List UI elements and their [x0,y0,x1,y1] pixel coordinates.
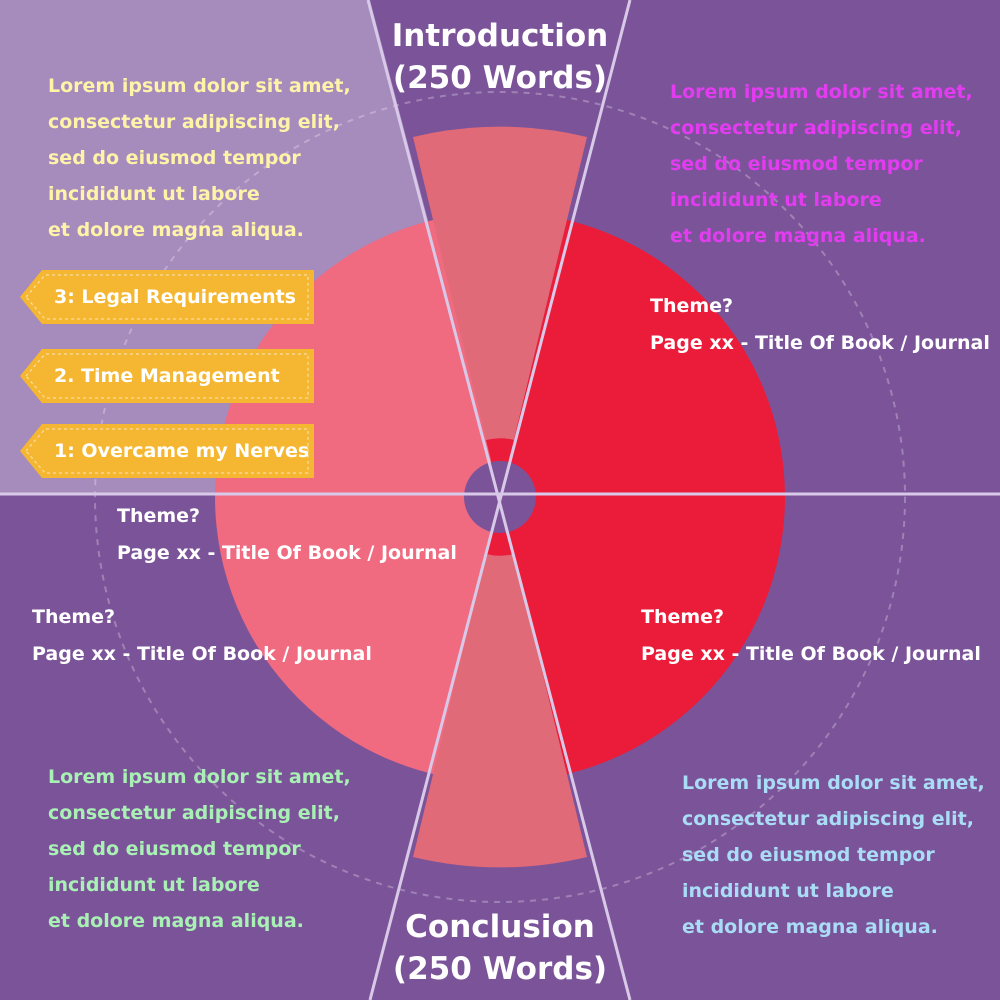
introduction-title: Introduction [391,18,609,54]
top-left-paragraph: Lorem ipsum dolor sit amet, consectetur … [48,68,351,248]
theme-question: Theme? [650,295,734,317]
paragraph-line: Lorem ipsum dolor sit amet, [670,81,973,103]
paragraph-line: consectetur adipiscing elit, [670,117,962,139]
tag-legal-requirements: 3: Legal Requirements [20,270,314,324]
tag-label: 2. Time Management [54,365,280,387]
theme-question: Theme? [641,606,725,628]
paragraph-line: incididunt ut labore [670,189,882,211]
theme-question: Theme? [32,606,116,628]
conclusion-heading: Conclusion (250 Words) [380,906,620,990]
bottom-left-paragraph: Lorem ipsum dolor sit amet, consectetur … [48,759,351,939]
conclusion-title: Conclusion [405,909,595,945]
paragraph-line: sed do eiusmod tempor [670,153,923,175]
paragraph-line: Lorem ipsum dolor sit amet, [682,772,985,794]
paragraph-line: et dolore magna aliqua. [48,910,304,932]
outer-dashed-ring [94,91,906,903]
paragraph-line: incididunt ut labore [48,874,260,896]
paragraph-line: Lorem ipsum dolor sit amet, [48,766,351,788]
paragraph-line: sed do eiusmod tempor [682,844,935,866]
tag-overcame-nerves: 1: Overcame my Nerves [20,424,314,478]
theme-question: Theme? [117,505,201,527]
tag-label: 3: Legal Requirements [54,286,296,308]
diagonal-divider-b [368,0,632,1000]
paragraph-line: sed do eiusmod tempor [48,147,301,169]
introduction-heading: Introduction (250 Words) [380,15,620,99]
paragraph-line: consectetur adipiscing elit, [48,111,340,133]
tag-time-management: 2. Time Management [20,349,314,403]
theme-reference: Page xx - Title Of Book / Journal [641,643,981,665]
conclusion-wedge [413,497,587,868]
disc-right-half [500,212,785,782]
paragraph-line: consectetur adipiscing elit, [48,802,340,824]
theme-center-left: Theme? Page xx - Title Of Book / Journal [117,498,457,572]
paragraph-line: et dolore magna aliqua. [48,219,304,241]
top-right-paragraph: Lorem ipsum dolor sit amet, consectetur … [670,74,973,254]
bottom-right-paragraph: Lorem ipsum dolor sit amet, consectetur … [682,765,985,945]
theme-right-lower: Theme? Page xx - Title Of Book / Journal [641,599,981,673]
tag-arrow-shape [20,270,314,324]
conclusion-word-count: (250 Words) [392,951,608,987]
paragraph-line: Lorem ipsum dolor sit amet, [48,75,351,97]
paragraph-line: et dolore magna aliqua. [670,225,926,247]
paragraph-line: incididunt ut labore [682,880,894,902]
theme-left-lower: Theme? Page xx - Title Of Book / Journal [32,599,372,673]
theme-reference: Page xx - Title Of Book / Journal [32,643,372,665]
paragraph-line: consectetur adipiscing elit, [682,808,974,830]
paragraph-line: et dolore magna aliqua. [682,916,938,938]
introduction-word-count: (250 Words) [392,60,608,96]
introduction-wedge [413,126,587,497]
theme-right-upper: Theme? Page xx - Title Of Book / Journal [650,288,990,362]
theme-reference: Page xx - Title Of Book / Journal [650,332,990,354]
tag-arrow-shape [20,349,314,403]
tag-label: 1: Overcame my Nerves [54,440,310,462]
theme-reference: Page xx - Title Of Book / Journal [117,542,457,564]
paragraph-line: incididunt ut labore [48,183,260,205]
tag-arrow-shape [20,424,314,478]
paragraph-line: sed do eiusmod tempor [48,838,301,860]
